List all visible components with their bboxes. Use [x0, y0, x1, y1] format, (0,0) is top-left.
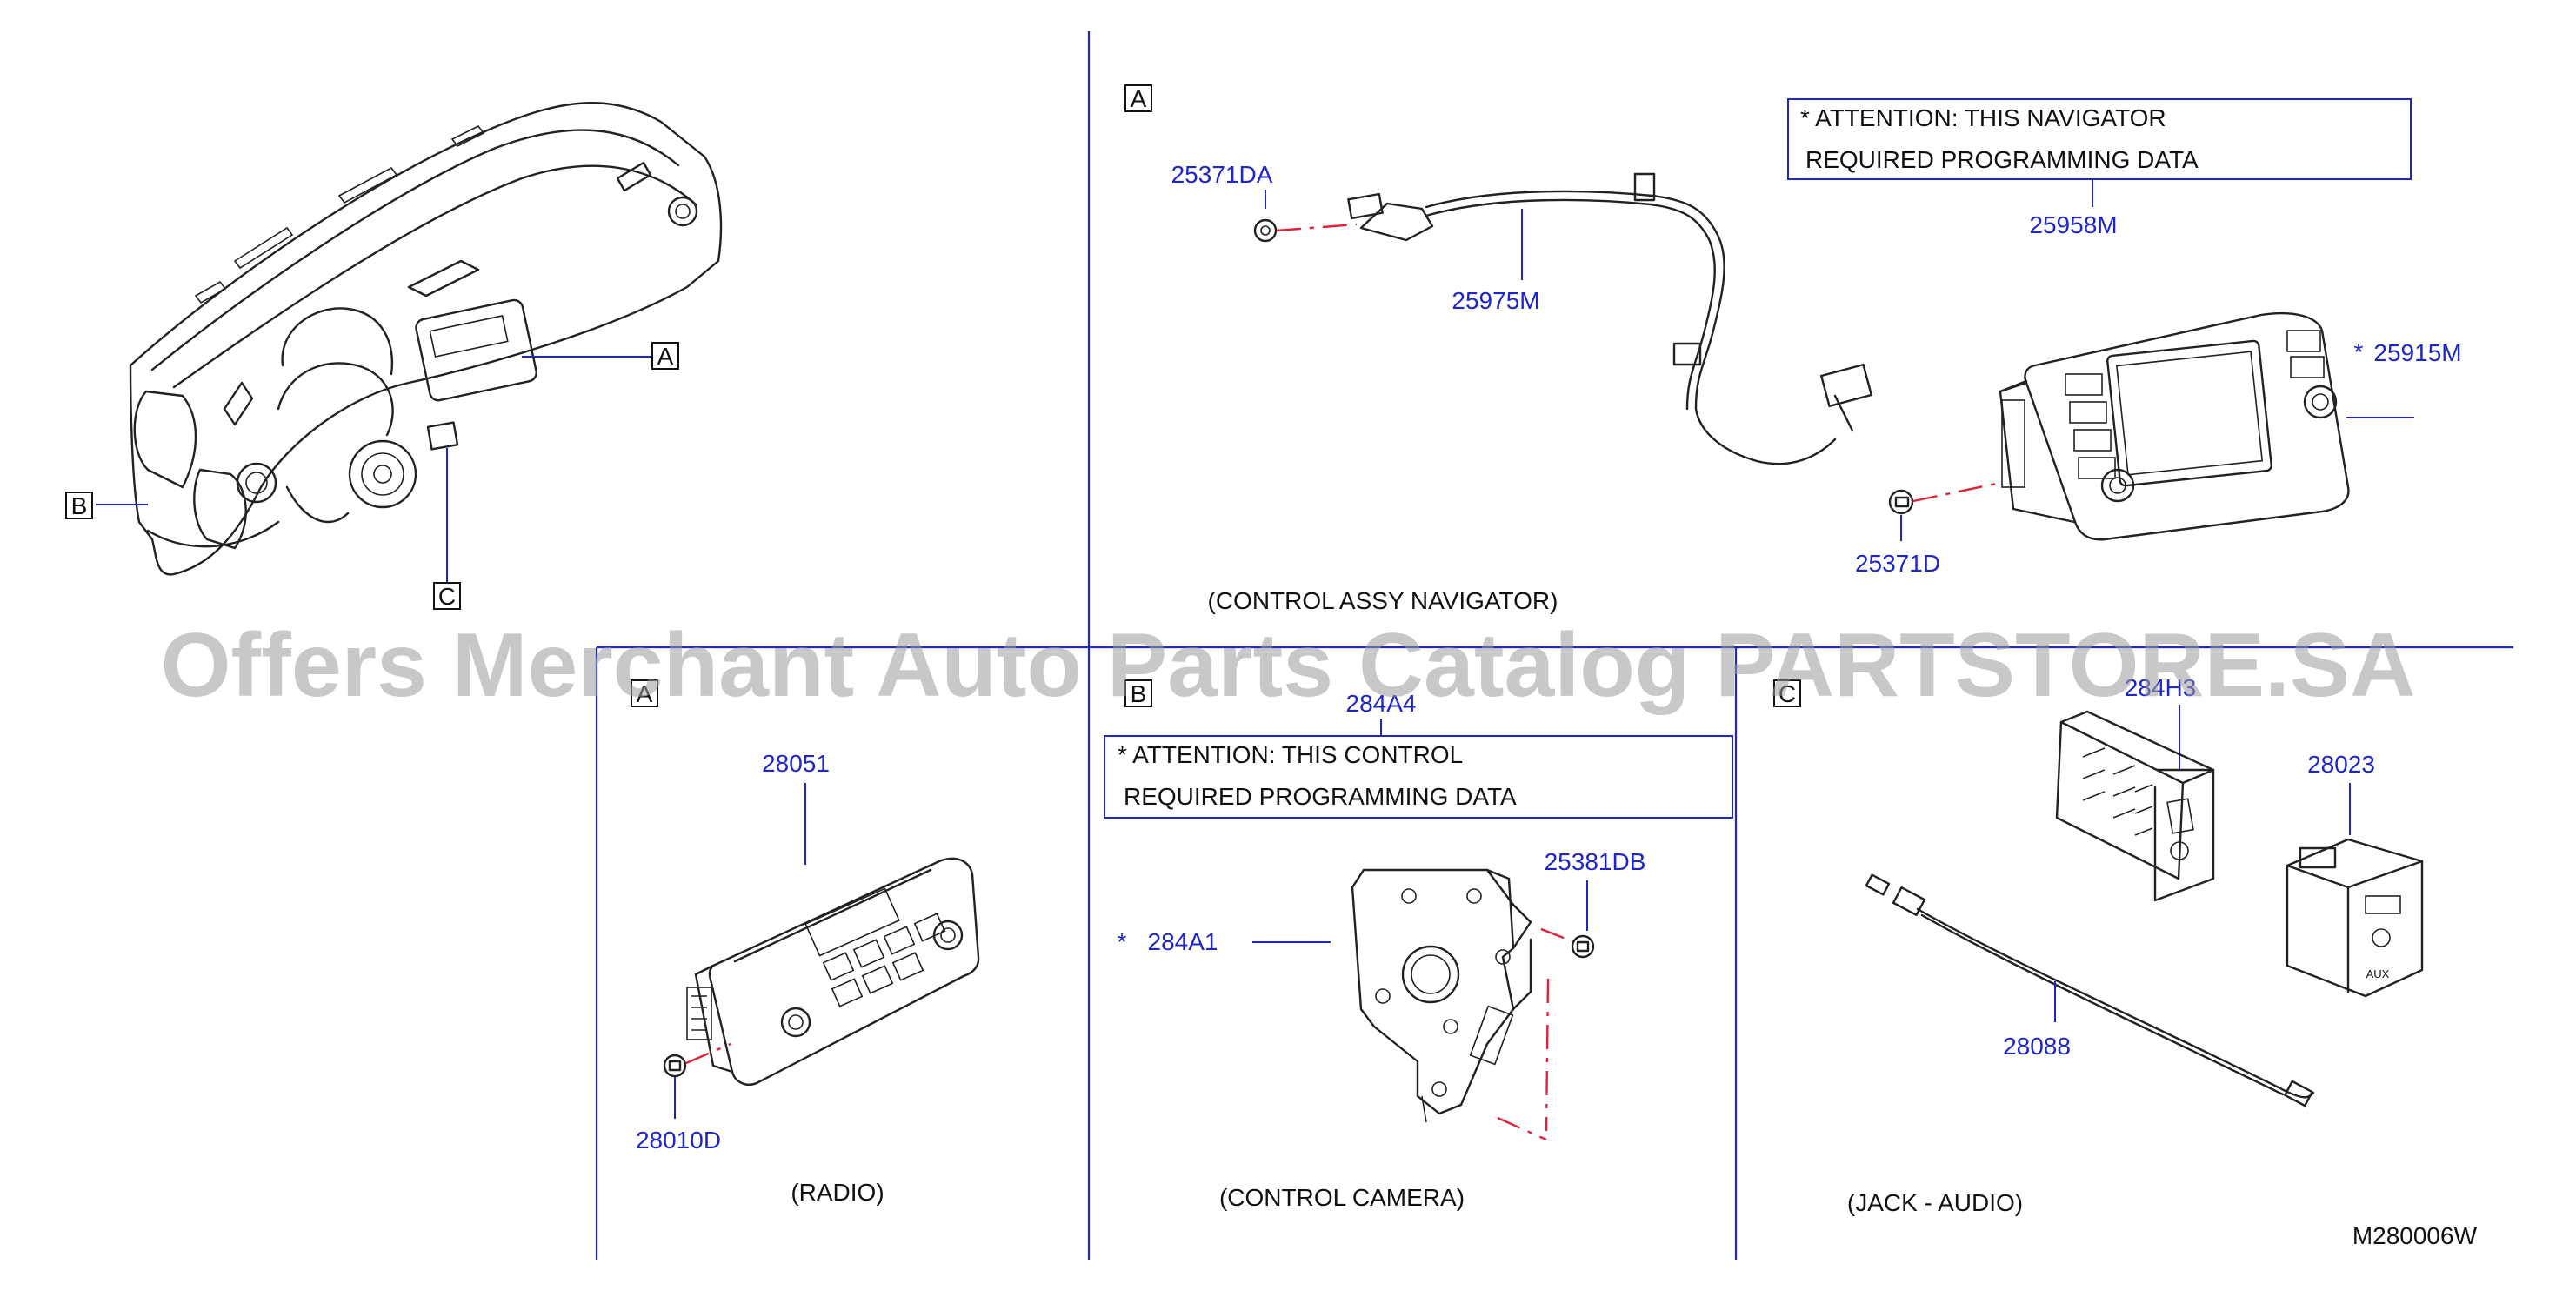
part-number-25371DA[interactable]: 25371DA [1171, 161, 1273, 188]
section-frame-lines [595, 31, 2513, 1260]
navigator-attention-line1: * ATTENTION: THIS NAVIGATOR [1800, 104, 2166, 131]
navigator-caption: (CONTROL ASSY NAVIGATOR) [1208, 587, 1558, 614]
camera-section: B 284A4 * ATTENTION: THIS CONTROL REQUIR… [1104, 679, 1733, 1211]
part-number-25915M[interactable]: 25915M [2373, 339, 2461, 366]
screw-25381DB-drawing[interactable] [1571, 934, 1595, 959]
radio-unit-drawing[interactable] [686, 857, 980, 1086]
navigator-attention-box [1787, 98, 2412, 180]
navigator-harness-drawing[interactable] [1347, 172, 1873, 465]
overview-callout-a[interactable]: A [522, 342, 679, 370]
overview-callout-c[interactable]: C [433, 448, 461, 610]
camera-caption: (CONTROL CAMERA) [1219, 1184, 1465, 1211]
screw-28010D-drawing[interactable] [663, 1054, 687, 1078]
part-number-28088[interactable]: 28088 [2003, 1033, 2071, 1060]
radio-section: A 28051 28010D ( [631, 679, 980, 1206]
navigator-unit-drawing[interactable] [1999, 311, 2350, 541]
part-number-25975M[interactable]: 25975M [1452, 287, 1539, 314]
part-number-25381DB[interactable]: 25381DB [1545, 848, 1646, 875]
aux-jack-drawing[interactable]: AUX [2286, 838, 2424, 998]
part-number-25371D[interactable]: 25371D [1855, 550, 1940, 577]
svg-text:A: A [657, 343, 674, 370]
radio-caption: (RADIO) [791, 1179, 884, 1206]
watermark: Offers Merchant Auto Parts Catalog PARTS… [161, 615, 2416, 716]
part-number-28023[interactable]: 28023 [2307, 751, 2375, 778]
svg-text:A: A [1131, 85, 1147, 112]
overview-callout-b[interactable]: B [65, 492, 148, 519]
svg-text:C: C [1779, 680, 1796, 707]
svg-text:A: A [637, 680, 653, 707]
part-number-284A1[interactable]: 284A1 [1148, 928, 1218, 955]
diagram-code: M280006W [2352, 1222, 2478, 1249]
part-number-28051[interactable]: 28051 [762, 750, 830, 777]
jack-section: C 284H3 28023 AUX [1773, 674, 2424, 1216]
svg-text:B: B [1131, 680, 1147, 707]
audio-cable-drawing[interactable] [1865, 873, 2315, 1107]
part-number-28010D[interactable]: 28010D [636, 1127, 721, 1154]
screw-25371DA-drawing[interactable] [1253, 218, 1278, 243]
screw-25371D-drawing[interactable] [1888, 489, 1914, 515]
camera-attention-line2: REQUIRED PROGRAMMING DATA [1124, 783, 1517, 810]
dashboard-overview-drawing[interactable] [129, 102, 723, 576]
navigator-unit-star: * [2354, 338, 2364, 365]
svg-text:B: B [71, 492, 88, 519]
aux-label: AUX [2366, 967, 2390, 980]
camera-bracket-drawing[interactable] [1351, 868, 1532, 1123]
camera-bracket-star: * [1118, 928, 1127, 955]
jack-caption: (JACK - AUDIO) [1847, 1189, 2023, 1216]
navigator-section: A * ATTENTION: THIS NAVIGATOR REQUIRED P… [1124, 84, 2462, 614]
part-number-284A4[interactable]: 284A4 [1346, 690, 1417, 717]
camera-attention-line1: * ATTENTION: THIS CONTROL [1118, 741, 1463, 768]
navigator-attention-line2: REQUIRED PROGRAMMING DATA [1805, 146, 2199, 173]
usb-jack-drawing[interactable] [2055, 710, 2215, 902]
svg-text:C: C [438, 583, 456, 610]
camera-attention-box [1104, 735, 1733, 819]
part-number-284H3[interactable]: 284H3 [2125, 674, 2197, 701]
part-number-25958M[interactable]: 25958M [2029, 211, 2117, 238]
